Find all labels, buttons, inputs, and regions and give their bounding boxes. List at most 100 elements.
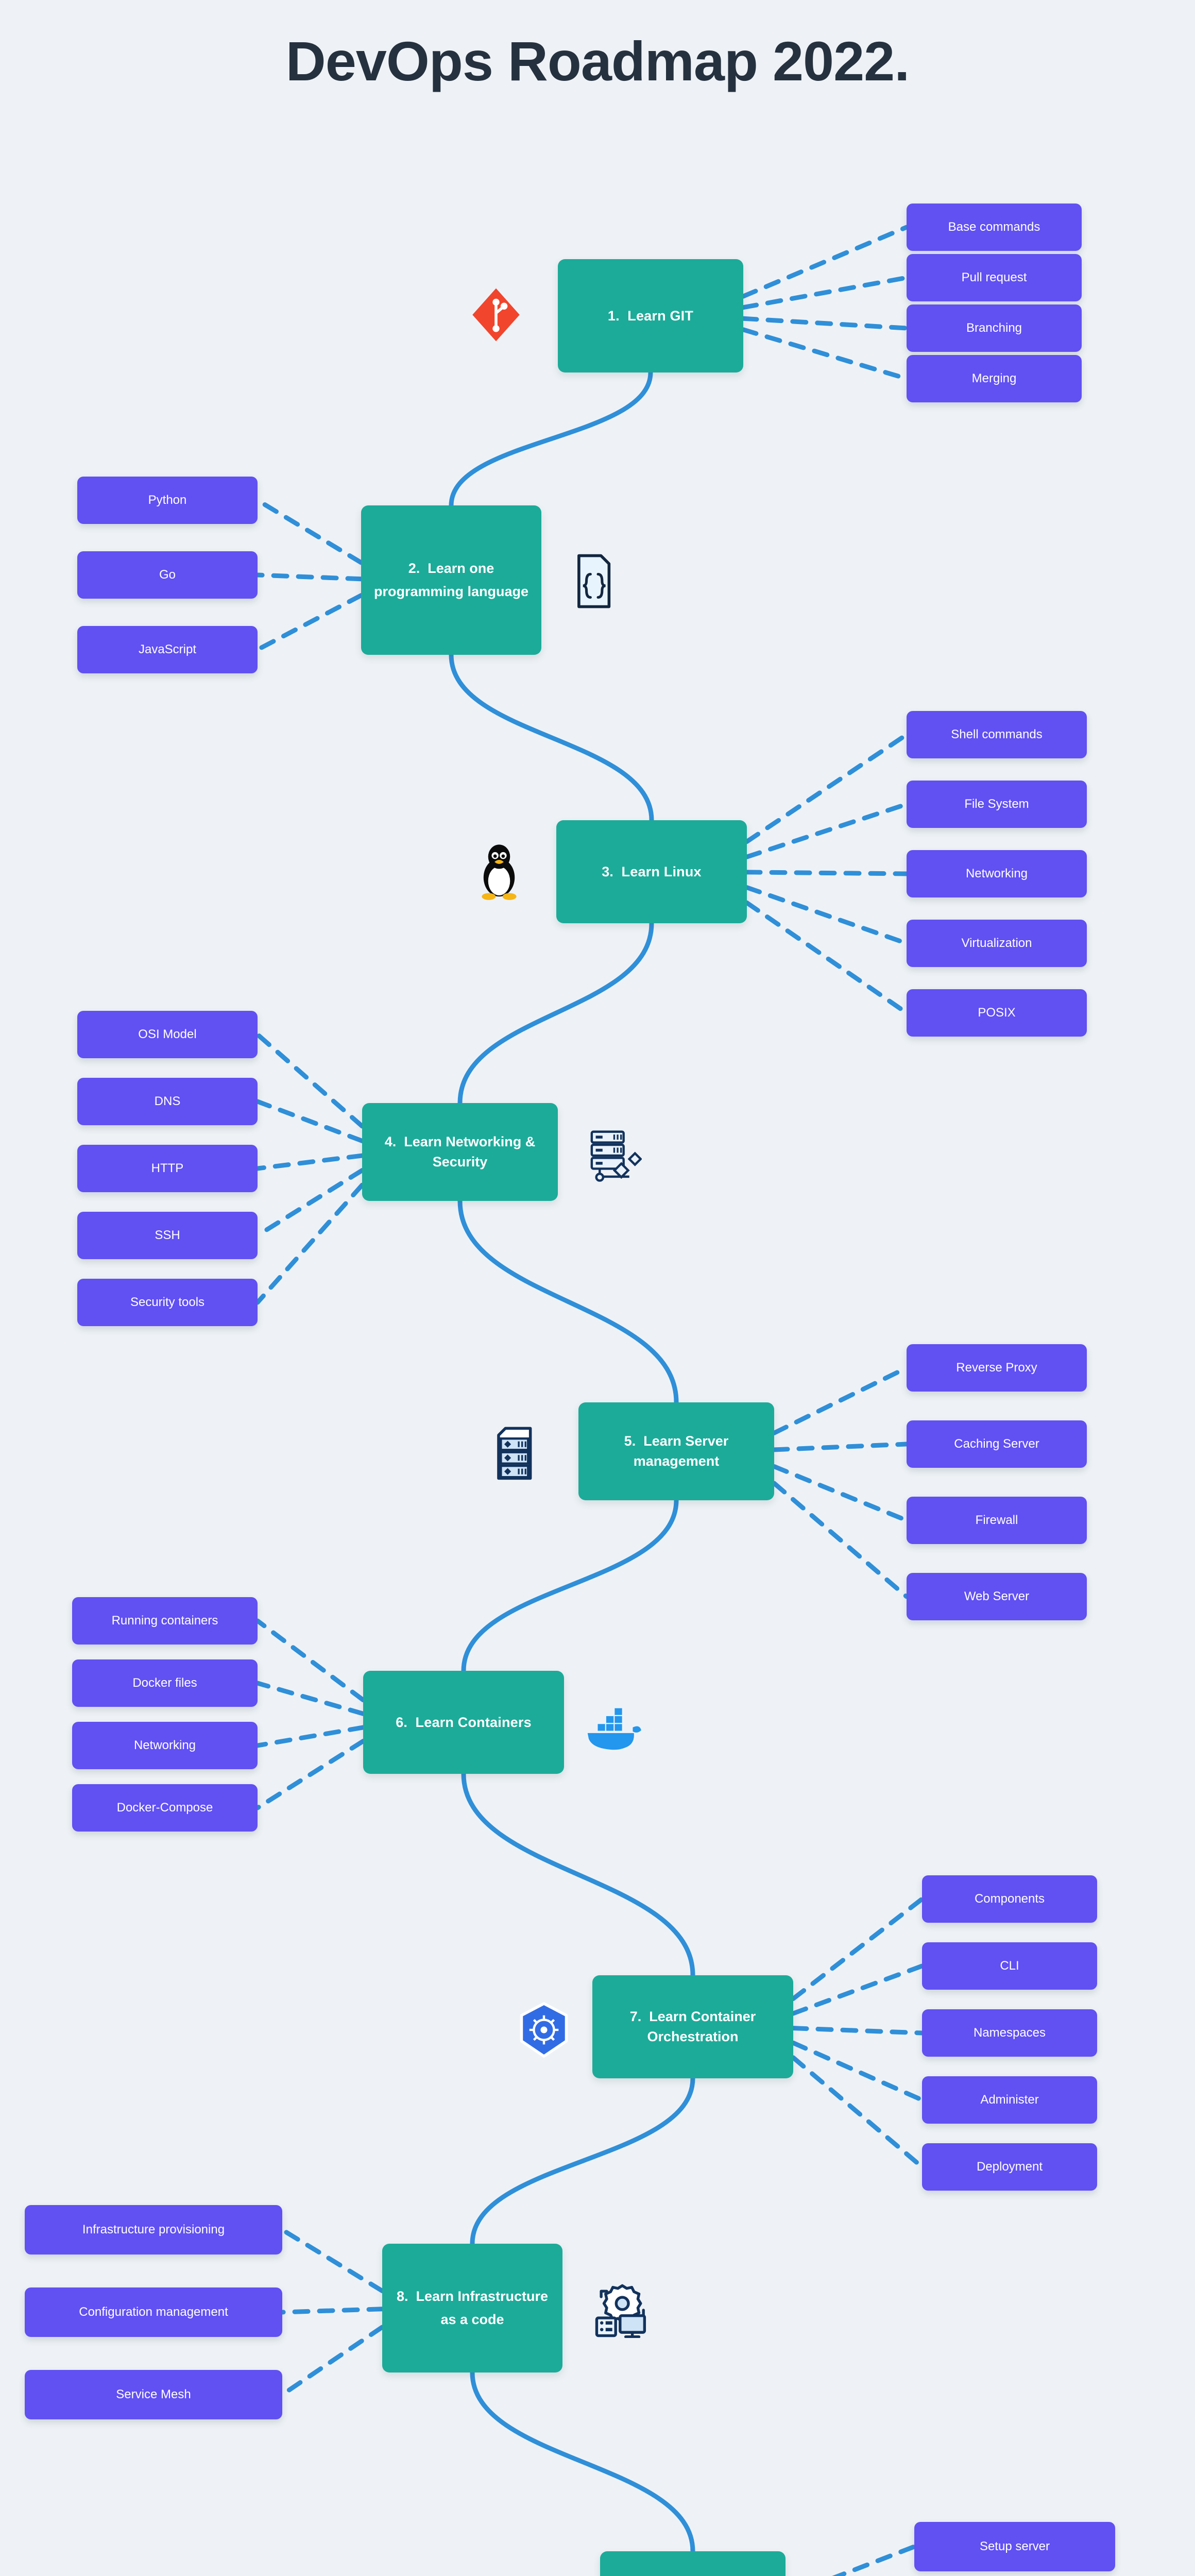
leaf-label: DNS: [154, 1094, 181, 1108]
leaf-label: Networking: [965, 867, 1028, 880]
leaf-node[interactable]: POSIX: [907, 989, 1087, 1037]
leaf-node[interactable]: Reverse Proxy: [907, 1344, 1087, 1392]
leaf-node[interactable]: Branching: [907, 304, 1082, 352]
leaf-node[interactable]: Merging: [907, 355, 1082, 402]
leaf-node[interactable]: Shell commands: [907, 711, 1087, 758]
step-label: Learn one programming language: [373, 561, 529, 599]
leaf-label: Setup server: [979, 2539, 1050, 2553]
leaf-label: CLI: [1000, 1959, 1019, 1973]
leaf-node[interactable]: Security tools: [77, 1279, 258, 1326]
step-node-7[interactable]: 7. Learn Container Orchestration: [592, 1975, 793, 2078]
kubernetes-icon: [518, 2002, 570, 2058]
leaf-label: Caching Server: [954, 1437, 1039, 1451]
leaf-label: Components: [974, 1892, 1045, 1906]
leaf-label: Web Server: [964, 1589, 1030, 1603]
leaf-node[interactable]: JavaScript: [77, 626, 258, 673]
leaf-label: Namespaces: [973, 2026, 1046, 2040]
step-node-9[interactable]: 9. Learn CI/CD: [600, 2551, 786, 2576]
leaf-node[interactable]: Go: [77, 551, 258, 599]
page-title: DevOps Roadmap 2022.: [285, 30, 910, 92]
code-braces-icon: [573, 553, 614, 609]
leaf-label: Base commands: [948, 220, 1040, 234]
leaf-label: File System: [964, 797, 1029, 811]
step-label: Learn GIT: [627, 308, 694, 324]
step-number: 6.: [396, 1714, 408, 1730]
leaf-label: JavaScript: [138, 642, 197, 656]
step-number: 1.: [607, 308, 620, 324]
leaf-label: SSH: [155, 1228, 180, 1242]
leaf-node[interactable]: Networking: [907, 850, 1087, 897]
leaf-node[interactable]: Docker-Compose: [72, 1784, 258, 1832]
leaf-label: Python: [148, 493, 187, 507]
step-number: 8.: [396, 2289, 408, 2304]
leaf-node[interactable]: Namespaces: [922, 2009, 1097, 2057]
leaf-label: Configuration management: [79, 2305, 228, 2319]
leaf-node[interactable]: Base commands: [907, 204, 1082, 251]
leaf-node[interactable]: Service Mesh: [25, 2370, 282, 2419]
leaf-node[interactable]: Configuration management: [25, 2287, 282, 2337]
leaf-node[interactable]: Docker files: [72, 1659, 258, 1707]
leaf-label: Merging: [971, 371, 1017, 385]
leaf-node[interactable]: Networking: [72, 1722, 258, 1769]
leaf-node[interactable]: Virtualization: [907, 920, 1087, 967]
step-node-4[interactable]: 4. Learn Networking & Security: [362, 1103, 558, 1201]
leaf-label: Branching: [966, 321, 1022, 335]
leaf-label: Infrastructure provisioning: [82, 2223, 225, 2236]
leaf-node[interactable]: Pull request: [907, 254, 1082, 301]
leaf-label: Networking: [133, 1738, 196, 1752]
leaf-label: Running containers: [111, 1614, 218, 1628]
leaf-label: POSIX: [978, 1006, 1016, 1020]
leaf-node[interactable]: CLI: [922, 1942, 1097, 1990]
leaf-label: Virtualization: [961, 936, 1032, 950]
leaf-node[interactable]: DNS: [77, 1078, 258, 1125]
leaf-label: HTTP: [151, 1161, 184, 1175]
leaf-node[interactable]: HTTP: [77, 1145, 258, 1192]
step-node-8[interactable]: 8. Learn Infrastructure as a code: [382, 2244, 562, 2372]
step-label: Learn Linux: [621, 863, 702, 879]
step-number: 4.: [384, 1133, 397, 1149]
leaf-node[interactable]: Python: [77, 477, 258, 524]
step-label: Learn Container Orchestration: [647, 2008, 756, 2044]
step-label: Learn Infrastructure as a code: [416, 2289, 549, 2327]
step-label: Learn Server management: [633, 1433, 729, 1469]
leaf-node[interactable]: Infrastructure provisioning: [25, 2205, 282, 2255]
leaf-label: Docker files: [132, 1676, 197, 1690]
leaf-node[interactable]: Web Server: [907, 1573, 1087, 1620]
leaf-label: Shell commands: [951, 727, 1043, 741]
step-node-6[interactable]: 6. Learn Containers: [363, 1671, 564, 1774]
git-icon: [471, 286, 521, 343]
docker-whale-icon: [583, 1704, 642, 1752]
leaf-label: Firewall: [975, 1513, 1018, 1527]
leaf-label: Deployment: [976, 2160, 1043, 2174]
infrastructure-gear-icon: [593, 2283, 649, 2338]
step-label: Learn Containers: [415, 1714, 532, 1730]
leaf-node[interactable]: Setup server: [914, 2522, 1115, 2571]
leaf-label: Security tools: [130, 1295, 205, 1309]
leaf-node[interactable]: Running containers: [72, 1597, 258, 1645]
leaf-node[interactable]: OSI Model: [77, 1011, 258, 1058]
leaf-label: Administer: [980, 2093, 1039, 2107]
leaf-node[interactable]: File System: [907, 781, 1087, 828]
leaf-label: Go: [159, 568, 176, 582]
leaf-label: Docker-Compose: [116, 1801, 213, 1815]
step-number: 3.: [602, 863, 614, 879]
network-server-icon: [587, 1128, 642, 1183]
step-node-2[interactable]: 2. Learn one programming language: [361, 505, 541, 655]
step-node-1[interactable]: 1. Learn GIT: [558, 259, 743, 372]
step-number: 5.: [624, 1433, 636, 1449]
leaf-node[interactable]: Caching Server: [907, 1420, 1087, 1468]
leaf-node[interactable]: Components: [922, 1875, 1097, 1923]
step-node-3[interactable]: 3. Learn Linux: [556, 820, 747, 923]
step-label: Learn Networking & Security: [404, 1133, 536, 1170]
step-number: 2.: [408, 561, 420, 577]
server-rack-icon: [494, 1426, 537, 1482]
leaf-label: Reverse Proxy: [956, 1361, 1037, 1375]
leaf-node[interactable]: SSH: [77, 1212, 258, 1259]
leaf-label: Service Mesh: [116, 2387, 191, 2401]
leaf-node[interactable]: Deployment: [922, 2143, 1097, 2191]
leaf-label: OSI Model: [138, 1027, 197, 1041]
step-node-5[interactable]: 5. Learn Server management: [578, 1402, 774, 1500]
step-number: 7.: [629, 2008, 642, 2024]
leaf-node[interactable]: Administer: [922, 2076, 1097, 2124]
leaf-node[interactable]: Firewall: [907, 1497, 1087, 1544]
